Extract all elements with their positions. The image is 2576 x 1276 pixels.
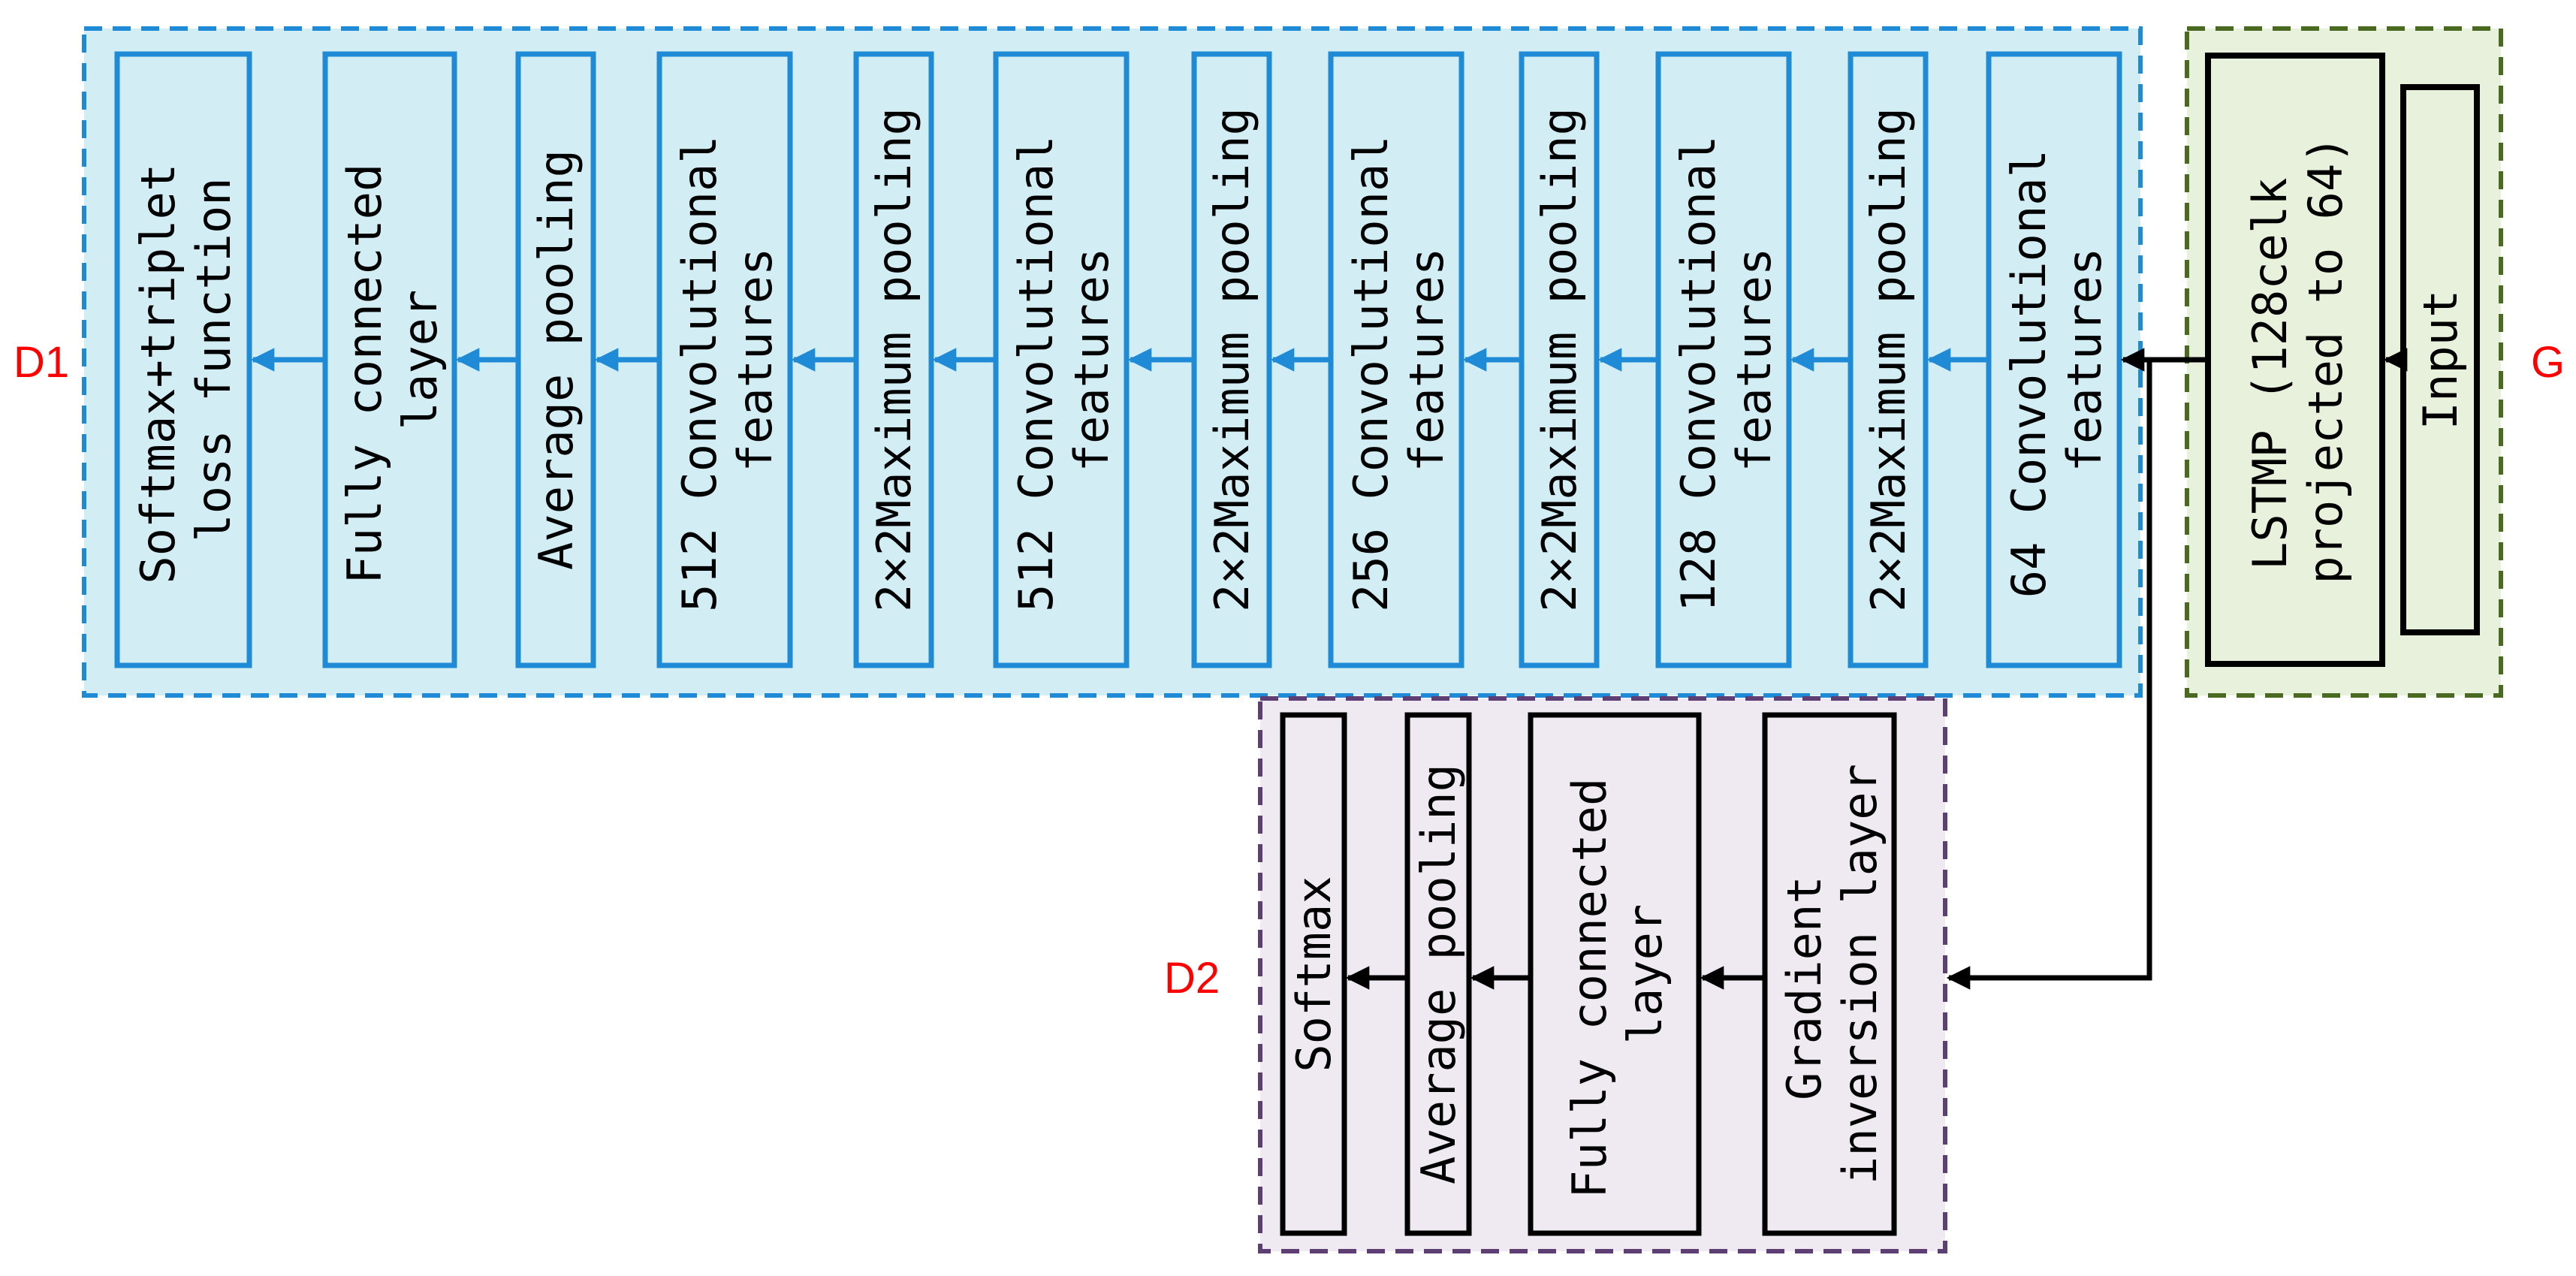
d1-layer-0-line-1: loss function (186, 177, 241, 541)
g-flow-arrows (1946, 348, 2408, 990)
svg-text:Gradient inversion lay: Gradient inversion layer (1777, 764, 1887, 1184)
d1-layer-1-line-1: layer (393, 290, 448, 430)
svg-text:64 Convolutional featu: 64 Convolutional features (2001, 122, 2112, 599)
d1-layer-4-line-0: 2×2Maximum pooling (867, 107, 922, 612)
d1-label: D1 (14, 338, 69, 387)
d1-layer-softmax-triplet-loss: Softmax+triplet loss function (114, 51, 252, 668)
d2-layer-stack: Softmax Average pooling Fully connected … (1280, 712, 1897, 1236)
d1-layer-7-line-1: features (1399, 248, 1454, 472)
d2-layer-average-pooling: Average pooling (1404, 712, 1472, 1236)
d2-layer-softmax: Softmax (1280, 712, 1347, 1236)
d1-layer-maxpool-c: 2×2Maximum pooling (1519, 51, 1600, 668)
svg-text:2×2Maximum pooling: 2×2Maximum pooling (1861, 107, 1916, 612)
d1-layer-stack: Softmax+triplet loss function Fully conn… (114, 51, 2122, 668)
g-generator-region (2185, 26, 2503, 698)
d1-layer-fully-connected: Fully connected layer (322, 51, 457, 668)
d1-layer-512-conv-b: 512 Convolutional features (993, 51, 1130, 668)
d1-layer-11-line-0: 64 Convolutional (2001, 149, 2056, 598)
g-layer-1-line-0: Input (2413, 290, 2468, 430)
d2-layer-2-line-0: Fully connected (1562, 778, 1617, 1199)
d1-layer-11-line-1: features (2057, 248, 2112, 472)
d1-layer-2-line-0: Average pooling (529, 149, 584, 570)
g-layer-lstmp: LSTMP (128celk projected to 64) (2205, 53, 2385, 667)
svg-text:Fully connected layer: Fully connected layer (1562, 750, 1673, 1198)
d1-layer-5-line-0: 512 Convolutional (1009, 135, 1063, 612)
d1-layer-8-line-0: 2×2Maximum pooling (1532, 107, 1587, 612)
d1-layer-1-line-0: Fully connected (337, 164, 392, 584)
svg-text:128 Convolutional feat: 128 Convolutional features (1671, 107, 1781, 612)
g-label: G (2531, 338, 2565, 387)
svg-text:Softmax: Softmax (1286, 876, 1341, 1072)
d1-layer-3-line-0: 512 Convolutional (672, 135, 727, 612)
d1-layer-256-conv: 256 Convolutional features (1328, 51, 1464, 668)
d1-layer-9-line-1: features (1727, 248, 1781, 472)
svg-text:Average pooling: Average pooling (529, 149, 584, 570)
d2-layer-fully-connected: Fully connected layer (1528, 712, 1702, 1236)
lstmp-to-d2-connector (1946, 360, 2152, 990)
g-layer-0-line-0: LSTMP (128celk (2243, 177, 2297, 570)
d1-layer-5-line-1: features (1064, 248, 1119, 472)
d1-layer-0-line-0: Softmax+triplet (131, 164, 186, 584)
svg-text:512 Convolutional feat: 512 Convolutional features (1009, 107, 1119, 612)
d1-layer-128-conv: 128 Convolutional features (1655, 51, 1792, 668)
d1-layer-512-conv-a: 512 Convolutional features (656, 51, 793, 668)
svg-text:2×2Maximum pooling: 2×2Maximum pooling (867, 107, 922, 612)
d1-layer-maxpool-d: 2×2Maximum pooling (1848, 51, 1929, 668)
d1-layer-maxpool-b: 2×2Maximum pooling (1191, 51, 1272, 668)
d2-label: D2 (1164, 954, 1220, 1003)
d2-layer-gradient-inversion: Gradient inversion layer (1762, 712, 1897, 1236)
svg-text:512 Convolutional feat: 512 Convolutional features (672, 107, 783, 612)
d1-layer-maxpool-a: 2×2Maximum pooling (853, 51, 934, 668)
svg-text:LSTMP (128celk project: LSTMP (128celk projected to 64) (2243, 135, 2353, 584)
svg-text:Softmax+triplet loss f: Softmax+triplet loss function (131, 135, 241, 584)
svg-text:Fully connected layer: Fully connected layer (337, 135, 448, 584)
d1-layer-6-line-0: 2×2Maximum pooling (1205, 107, 1259, 612)
d2-layer-3-line-1: inversion layer (1832, 764, 1887, 1184)
d1-layer-7-line-0: 256 Convolutional (1344, 135, 1398, 612)
svg-text:2×2Maximum pooling: 2×2Maximum pooling (1205, 107, 1259, 612)
svg-text:Average pooling: Average pooling (1411, 764, 1466, 1184)
d2-layer-1-line-0: Average pooling (1411, 764, 1466, 1184)
d2-layer-3-line-0: Gradient (1777, 876, 1832, 1100)
d2-layer-0-line-0: Softmax (1286, 876, 1341, 1072)
d2-layer-2-line-1: layer (1618, 904, 1673, 1045)
d1-layer-9-line-0: 128 Convolutional (1671, 135, 1726, 612)
d1-layer-10-line-0: 2×2Maximum pooling (1861, 107, 1916, 612)
g-layer-0-line-1: projected to 64) (2298, 135, 2353, 584)
svg-text:2×2Maximum pooling: 2×2Maximum pooling (1532, 107, 1587, 612)
svg-text:256 Convolutional feat: 256 Convolutional features (1344, 107, 1454, 612)
d2-discriminator-region (1258, 696, 1947, 1253)
d1-layer-3-line-1: features (728, 248, 783, 472)
d1-layer-64-conv: 64 Convolutional features (1986, 51, 2122, 668)
svg-text:Input: Input (2413, 290, 2468, 430)
